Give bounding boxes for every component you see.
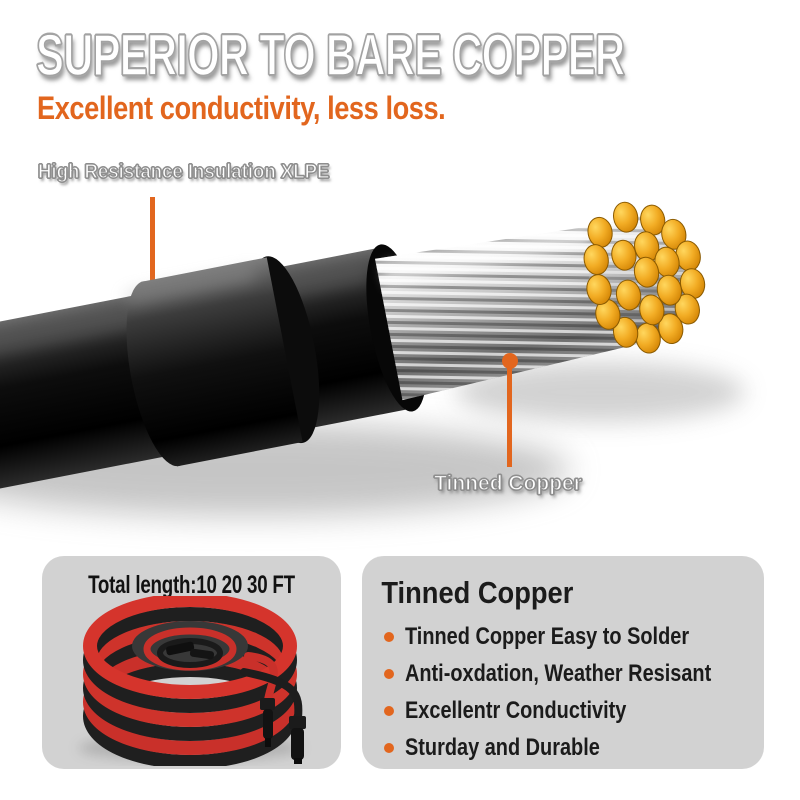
feature-item: Excellentr Conductivity xyxy=(384,697,764,725)
red-lead xyxy=(244,652,278,704)
coil-illustration xyxy=(78,596,306,766)
cable-illustration xyxy=(0,201,745,516)
feature-text: Excellentr Conductivity xyxy=(405,697,627,724)
feature-item: Sturday and Durable xyxy=(384,734,764,762)
conductor-pointer-line xyxy=(507,367,512,467)
copper-tips xyxy=(583,201,706,354)
feature-item: Tinned Copper Easy to Solder xyxy=(384,623,764,651)
feature-item: Anti-oxdation, Weather Resisant xyxy=(384,660,764,688)
black-lead xyxy=(240,668,303,722)
length-card: Total length:10 20 30 FT xyxy=(42,556,341,769)
length-card-title: Total length:10 20 30 FT xyxy=(88,571,295,599)
bullet-icon xyxy=(384,669,394,679)
feature-list: Tinned Copper Easy to Solder Anti-oxdati… xyxy=(384,623,764,762)
strand-shadow xyxy=(455,362,745,422)
mc4-connectors xyxy=(260,698,306,764)
bullet-icon xyxy=(384,743,394,753)
features-card-title: Tinned Copper xyxy=(381,575,574,610)
feature-text: Anti-oxdation, Weather Resisant xyxy=(405,660,712,687)
features-card: Tinned Copper Tinned Copper Easy to Sold… xyxy=(362,556,764,769)
insulation-pointer-line xyxy=(150,197,155,301)
bullet-icon xyxy=(384,706,394,716)
feature-text: Sturday and Durable xyxy=(405,734,600,761)
page-title: SUPERIOR TO BARE COPPER xyxy=(35,23,625,88)
bullet-icon xyxy=(384,632,394,642)
feature-text: Tinned Copper Easy to Solder xyxy=(405,623,690,650)
conductor-callout-label: Tinned Copper xyxy=(434,471,583,495)
insulation-callout-label: High Resistance Insulation XLPE xyxy=(37,160,330,183)
page-subtitle: Excellent conductivity, less loss. xyxy=(37,90,446,126)
conductor-pointer-dot xyxy=(502,353,518,369)
